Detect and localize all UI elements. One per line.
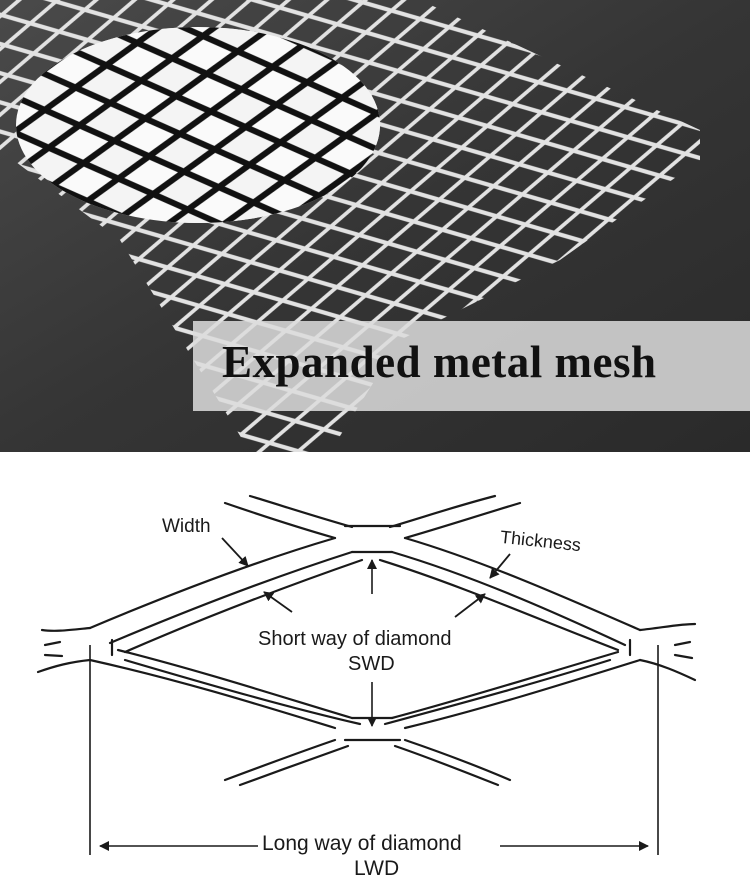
swd-abbreviation: SWD (348, 653, 395, 675)
mesh-photo-illustration (0, 0, 750, 452)
dimension-lines (89, 559, 659, 855)
lwd-label: Long way of diamond (262, 832, 462, 855)
width-label: Width (162, 516, 211, 537)
swd-label: Short way of diamond (258, 628, 452, 650)
mesh-dimension-diagram: Width Thickness Short way of diamond SWD… (0, 452, 750, 893)
mesh-closeup-inset (16, 27, 380, 223)
lwd-abbreviation: LWD (354, 857, 400, 880)
diamond-schematic (36, 494, 697, 855)
product-photo: Expanded metal mesh (0, 0, 750, 452)
strand-lines (36, 494, 697, 787)
photo-title: Expanded metal mesh (222, 337, 657, 387)
callout-arrows (221, 537, 511, 618)
title-band (193, 321, 750, 411)
